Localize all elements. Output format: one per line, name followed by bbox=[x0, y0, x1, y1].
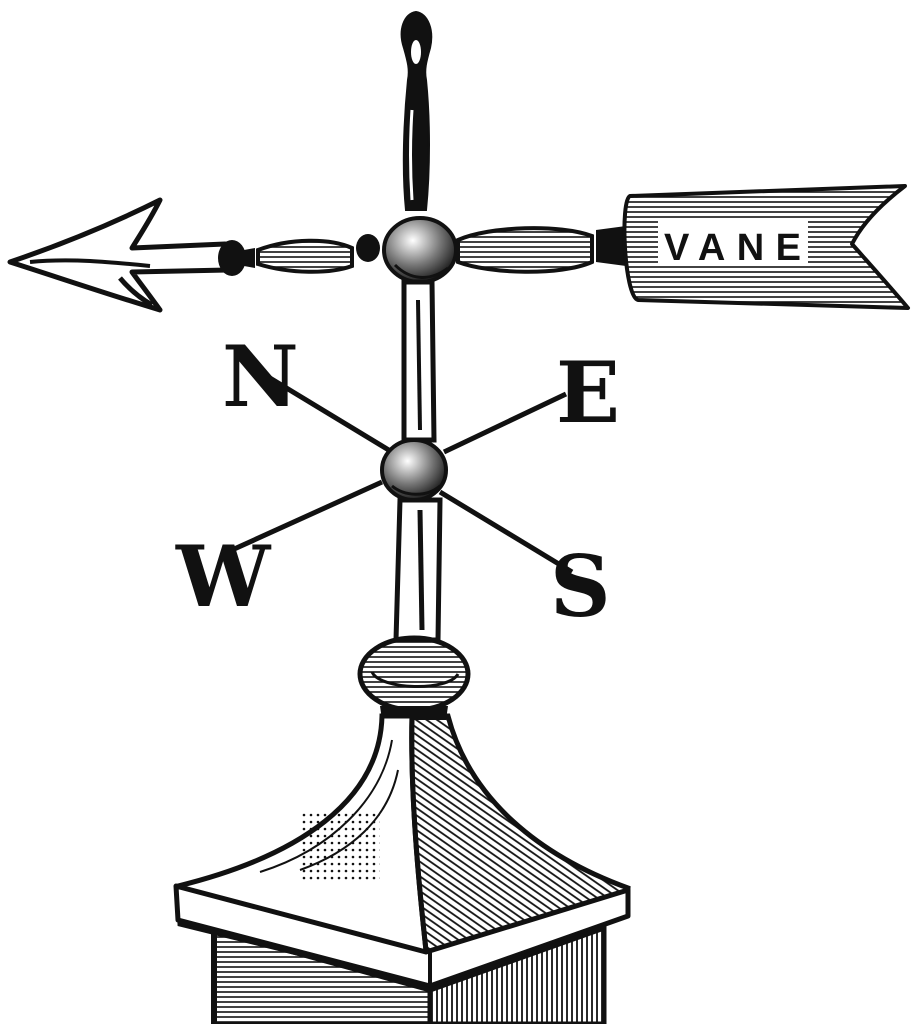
north-letter: N bbox=[222, 327, 299, 426]
upper-ball bbox=[382, 216, 458, 284]
west-letter: W bbox=[175, 527, 272, 626]
compass-arms bbox=[230, 369, 574, 575]
south-letter: S bbox=[550, 537, 611, 636]
east-letter: E bbox=[556, 343, 620, 442]
arrow-shaft-right bbox=[456, 226, 626, 274]
vane-banner: VANE bbox=[622, 184, 910, 310]
compass-ball bbox=[380, 438, 448, 502]
finial-top bbox=[400, 10, 433, 211]
main-rod bbox=[393, 279, 443, 643]
cupola-base bbox=[211, 924, 607, 1024]
arrow-head bbox=[7, 197, 231, 313]
arrow-shaft-left bbox=[218, 234, 380, 276]
lower-knob bbox=[357, 635, 471, 720]
compass-letters: N E W S bbox=[175, 327, 620, 636]
cupola-roof bbox=[173, 713, 631, 990]
